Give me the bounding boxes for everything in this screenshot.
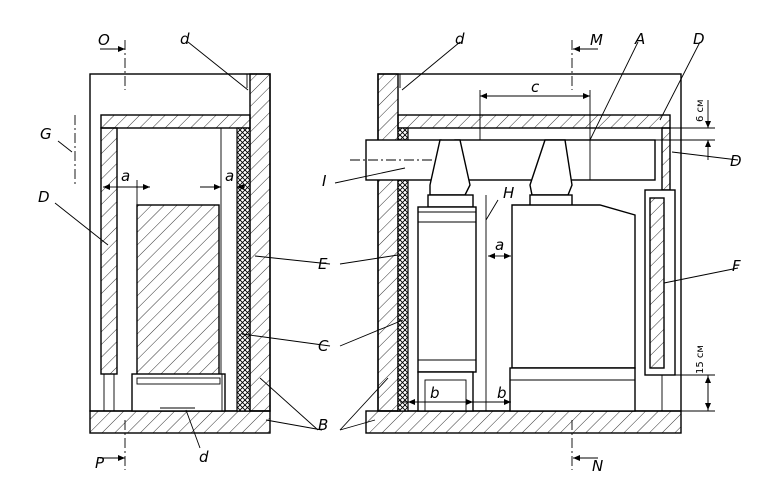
- dim-15cm: 15 см: [695, 345, 706, 374]
- left-view: [54, 40, 271, 470]
- left-base: [131, 373, 226, 412]
- label-d-right: D: [730, 152, 742, 170]
- left-appliance: [136, 204, 220, 376]
- label-o: O: [98, 31, 110, 49]
- right-appliance-main: [511, 204, 636, 369]
- label-a-right: a: [495, 236, 504, 254]
- right-top-plate: [397, 114, 671, 129]
- collar-left: [427, 194, 474, 208]
- label-n: N: [592, 457, 603, 475]
- label-e: E: [318, 255, 328, 273]
- label-c: C: [318, 337, 329, 355]
- right-appliance-left: [417, 206, 477, 373]
- left-insulation: [236, 127, 251, 412]
- label-d-left-panel: D: [38, 188, 50, 206]
- label-b: B: [318, 416, 328, 434]
- left-panel-leg: [103, 373, 115, 412]
- label-d-top-left: d: [180, 30, 190, 48]
- label-m: M: [590, 31, 603, 49]
- label-g: G: [40, 125, 52, 143]
- label-d-bottom: d: [199, 448, 209, 466]
- label-p: P: [95, 454, 105, 472]
- left-floor: [89, 410, 271, 434]
- dim-6cm: 6 см: [695, 99, 706, 122]
- label-c-dim: c: [531, 78, 540, 96]
- label-a-left2: a: [225, 167, 234, 185]
- left-base-rim: [136, 377, 221, 385]
- right-view: [334, 40, 739, 470]
- label-b-dim1: b: [430, 384, 440, 402]
- label-a: A: [634, 30, 645, 48]
- right-base-main: [509, 367, 636, 412]
- right-wall: [377, 73, 399, 412]
- label-d-top-right: d: [455, 30, 465, 48]
- label-b-dim2: b: [497, 384, 507, 402]
- right-floor: [365, 410, 682, 434]
- left-wall: [249, 73, 271, 412]
- side-panel-fill: [649, 197, 665, 369]
- label-d-top: D: [693, 30, 705, 48]
- label-a-left1: a: [121, 167, 130, 185]
- left-top-plate: [100, 114, 251, 129]
- label-f: F: [732, 257, 741, 275]
- right-insulation: [397, 127, 409, 412]
- right-strip: [661, 127, 671, 191]
- label-i: I: [322, 172, 327, 190]
- right-base-left: [417, 371, 474, 412]
- label-h: H: [503, 184, 514, 202]
- left-side-panel: [100, 127, 118, 375]
